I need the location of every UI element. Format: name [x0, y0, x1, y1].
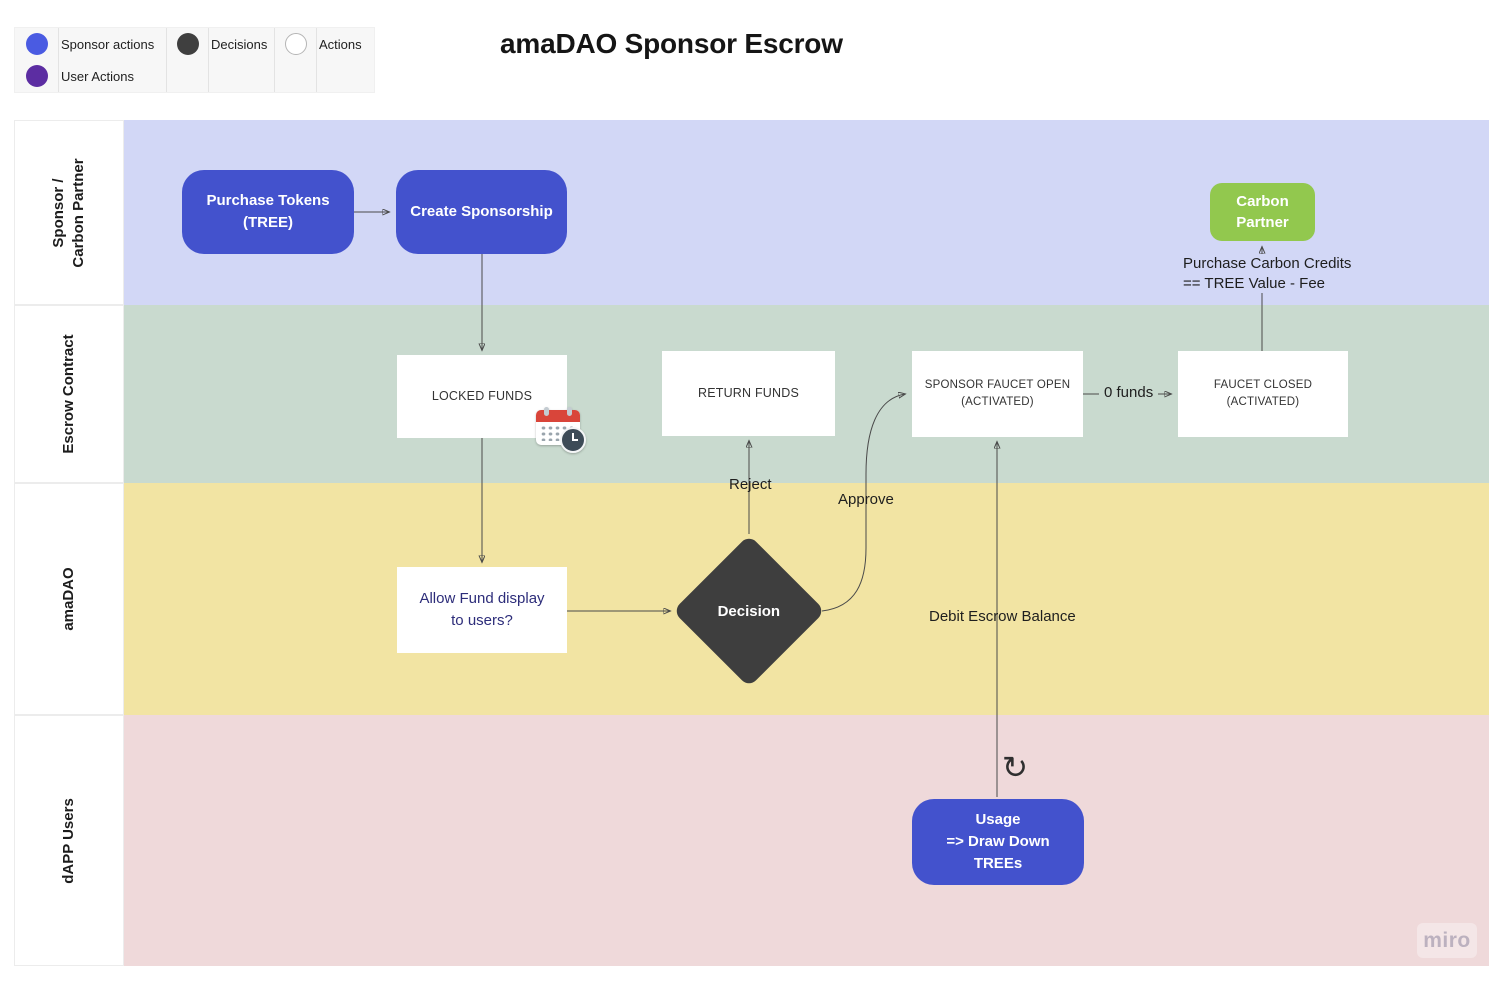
decisions-dot-icon — [176, 33, 199, 55]
node-sponsor-faucet-open[interactable]: SPONSOR FAUCET OPEN (ACTIVATED) — [912, 351, 1083, 437]
node-allow-fund-display[interactable]: Allow Fund display to users? — [397, 567, 567, 653]
node-create-sponsorship[interactable]: Create Sponsorship — [396, 170, 567, 254]
legend-label-column: Sponsor actions User Actions — [59, 28, 167, 92]
lane-dapp-users: dAPP Users — [14, 715, 1489, 966]
edge-label-zero-funds[interactable]: 0 funds — [1099, 384, 1159, 401]
legend-icon-column — [167, 28, 209, 92]
decision-label: Decision — [717, 602, 781, 620]
loop-refresh-icon: ↻ — [1002, 750, 1028, 786]
actions-dot-icon — [284, 33, 307, 55]
legend-label-sponsor-actions: Sponsor actions — [61, 36, 155, 52]
node-carbon-partner[interactable]: Carbon Partner — [1210, 183, 1315, 241]
legend-icon-column — [275, 28, 317, 92]
miro-watermark[interactable]: miro — [1417, 923, 1477, 958]
page-title: amaDAO Sponsor Escrow — [500, 28, 843, 59]
legend-icon-column — [15, 28, 59, 92]
edge-label-reject[interactable]: Reject — [729, 476, 772, 493]
lane-header: amaDAO — [14, 483, 124, 715]
edge-label-debit-escrow[interactable]: Debit Escrow Balance — [929, 608, 1076, 625]
lane-label: Escrow Contract — [59, 334, 77, 454]
sponsor-actions-dot-icon — [25, 33, 48, 55]
lane-label: amaDAO — [59, 567, 77, 631]
legend-label-decisions: Decisions — [211, 36, 268, 52]
calendar-clock-icon — [536, 407, 586, 453]
node-usage-draw-down[interactable]: Usage => Draw Down TREEs — [912, 799, 1084, 885]
lane-header: dAPP Users — [14, 715, 124, 966]
lane-header: Sponsor / Carbon Partner — [14, 120, 124, 305]
user-actions-dot-icon — [25, 65, 48, 87]
legend-label-column: Decisions — [209, 28, 275, 92]
legend: Sponsor actions User Actions Decisions A… — [14, 27, 375, 93]
lane-label: dAPP Users — [59, 797, 77, 884]
lane-background — [124, 715, 1489, 966]
edge-label-purchase-carbon-credits[interactable]: Purchase Carbon Credits == TREE Value - … — [1183, 254, 1353, 293]
legend-label-actions: Actions — [319, 36, 362, 52]
node-faucet-closed[interactable]: FAUCET CLOSED (ACTIVATED) — [1178, 351, 1348, 437]
legend-label-column: Actions — [317, 28, 374, 92]
lane-label: Sponsor / Carbon Partner — [49, 157, 87, 268]
node-return-funds[interactable]: RETURN FUNDS — [662, 351, 835, 436]
lane-header: Escrow Contract — [14, 305, 124, 483]
legend-label-user-actions: User Actions — [61, 68, 134, 84]
edge-label-approve[interactable]: Approve — [838, 491, 894, 508]
node-purchase-tokens[interactable]: Purchase Tokens (TREE) — [182, 170, 354, 254]
